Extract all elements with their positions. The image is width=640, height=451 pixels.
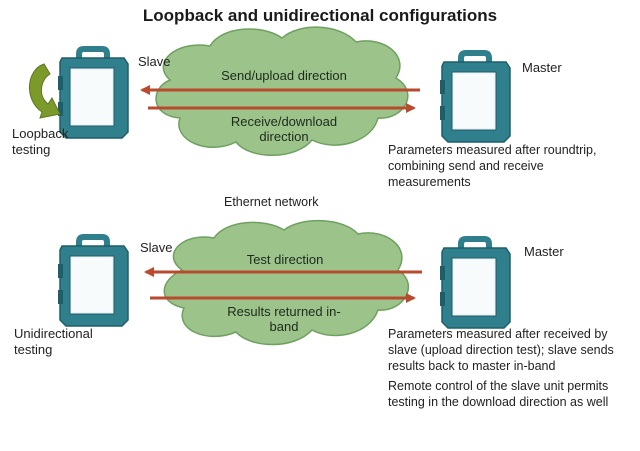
slave-device-bottom: [57, 233, 129, 327]
test-direction-label: Test direction: [246, 252, 324, 267]
slave-label-bottom: Slave: [140, 240, 173, 255]
send-direction-label: Send/upload direction: [221, 68, 347, 83]
loopback-arrow-icon: [29, 63, 61, 119]
master-device-top: [439, 49, 511, 143]
ethernet-network-label: Ethernet network: [224, 195, 319, 209]
results-returned-label: Results returned in-band: [227, 304, 341, 334]
unidirectional-note-2: Remote control of the slave unit permits…: [388, 379, 609, 409]
receive-direction-label: Receive/download direction: [230, 114, 338, 144]
slave-device-top: [57, 45, 129, 139]
loopback-note: Parameters measured after roundtrip, com…: [388, 143, 597, 189]
master-label-top: Master: [522, 60, 562, 75]
loopback-testing-label: Loopback testing: [12, 126, 69, 157]
master-label-bottom: Master: [524, 244, 564, 259]
unidirectional-testing-label: Unidirectional testing: [14, 326, 93, 357]
slave-label-top: Slave: [138, 54, 171, 69]
master-device-bottom: [439, 235, 511, 329]
unidirectional-note-1: Parameters measured after received by sl…: [388, 327, 614, 373]
diagram-title: Loopback and unidirectional configuratio…: [142, 6, 498, 25]
